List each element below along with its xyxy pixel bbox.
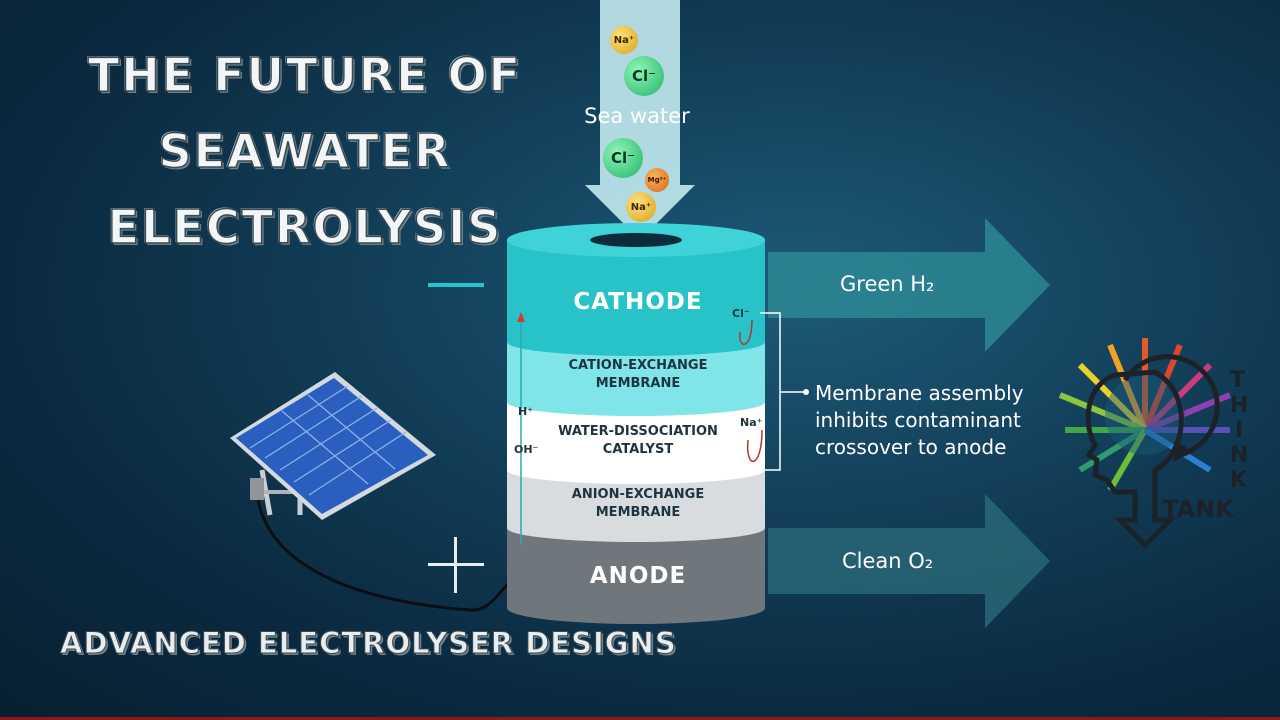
cation-membrane-label-line2: MEMBRANE <box>595 376 681 391</box>
logo-word-tank: TANK <box>1162 495 1234 523</box>
solar-panel-icon <box>230 372 514 612</box>
sodium-ion-top: Na⁺ <box>610 26 638 54</box>
think-tank-logo <box>1058 338 1232 549</box>
subtitle: ADVANCED ELECTROLYSER DESIGNS <box>60 626 677 661</box>
chloride-ion-middle: Cl⁻ <box>603 138 643 178</box>
sodium-ion-bottom: Na⁺ <box>626 192 656 222</box>
logo-letter-h: H <box>1230 393 1249 418</box>
anion-membrane-label: ANION-EXCHANGE MEMBRANE <box>510 486 766 522</box>
membrane-note-line3: crossover to anode <box>815 435 1007 459</box>
logo-letter-k: K <box>1230 468 1248 493</box>
sodium-side-label: Na⁺ <box>740 416 763 429</box>
o2-output-arrow <box>768 494 1050 628</box>
membrane-note: Membrane assembly inhibits contaminant c… <box>815 380 1075 461</box>
anode-plus-sign-vertical <box>454 537 457 593</box>
membrane-note-line1: Membrane assembly <box>815 381 1024 405</box>
chloride-side-label: Cl⁻ <box>732 307 750 320</box>
logo-letter-i: I <box>1235 418 1244 443</box>
logo-letter-n: N <box>1230 443 1249 468</box>
title-line-3: ELECTROLYSIS <box>107 199 503 255</box>
chloride-ion-top: Cl⁻ <box>624 56 664 96</box>
anion-membrane-label-line1: ANION-EXCHANGE <box>571 487 705 502</box>
catalyst-label: WATER-DISSOCIATION CATALYST <box>510 423 766 459</box>
catalyst-label-line2: CATALYST <box>602 442 674 457</box>
electrolyser-stack <box>507 223 809 624</box>
membrane-note-line2: inhibits contaminant <box>815 408 1021 432</box>
hydroxide-ion-label: OH⁻ <box>514 443 539 456</box>
anode-label: ANODE <box>589 563 687 589</box>
bottom-strip <box>0 717 1280 720</box>
h2-output-arrow <box>768 218 1050 352</box>
sea-water-label: Sea water <box>584 104 690 128</box>
green-h2-label: Green H₂ <box>840 272 935 296</box>
cation-membrane-label: CATION-EXCHANGE MEMBRANE <box>510 357 766 393</box>
hydrogen-ion-label: H⁺ <box>518 405 534 418</box>
logo-letter-t: T <box>1230 368 1246 393</box>
anion-membrane-label-line2: MEMBRANE <box>595 505 681 520</box>
cation-membrane-label-line1: CATION-EXCHANGE <box>568 358 708 373</box>
title-line-2: SEAWATER <box>158 123 452 179</box>
catalyst-label-line1: WATER-DISSOCIATION <box>558 424 718 439</box>
magnesium-ion: Mg²⁺ <box>645 168 669 192</box>
title-line-1: THE FUTURE OF <box>87 47 523 103</box>
cathode-label: CATHODE <box>573 289 703 315</box>
cathode-minus-sign <box>428 283 484 287</box>
clean-o2-label: Clean O₂ <box>842 549 934 573</box>
